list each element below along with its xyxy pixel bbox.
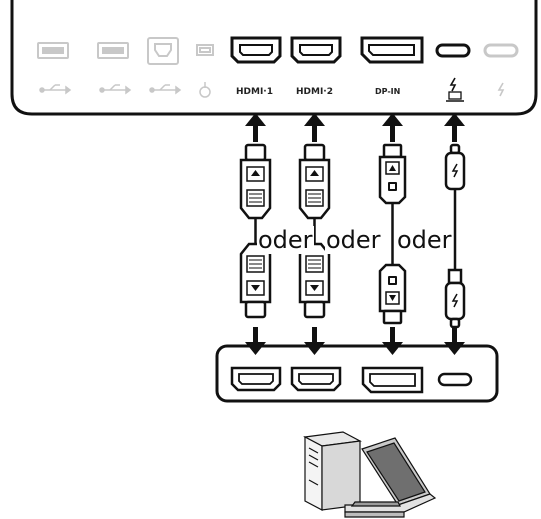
or-label-2: oder — [325, 226, 382, 254]
dp-in-label: DP-IN — [375, 87, 400, 96]
dp-in-port — [360, 36, 424, 64]
mini-usb-port — [196, 44, 214, 56]
usb-icon — [149, 84, 182, 95]
displayport-cable — [378, 143, 407, 325]
computer-usb-c-port — [437, 372, 473, 387]
power-icon — [199, 82, 211, 98]
arrow-up-icon — [304, 113, 325, 142]
usb-icon — [99, 84, 132, 95]
hdmi-cable-2 — [298, 143, 331, 319]
usb-icon — [39, 84, 72, 95]
or-label-3: oder — [396, 226, 453, 254]
usb-c-thunderbolt-port-1 — [435, 43, 471, 58]
monitor-port-panel: HDMI·1 HDMI·2 DP-IN — [10, 0, 538, 116]
usb-b-port — [147, 37, 179, 65]
arrow-up-icon — [444, 113, 465, 142]
hdmi-1-port — [230, 36, 282, 64]
thunderbolt-laptop-icon — [446, 77, 464, 102]
usb-a-port-2 — [97, 42, 129, 59]
computer-displayport-port — [361, 366, 424, 394]
displayport-icon — [388, 276, 397, 285]
computer-hdmi-port — [290, 366, 342, 392]
thunderbolt-icon — [497, 82, 505, 97]
downward-arrows — [245, 327, 465, 355]
thunderbolt-icon — [451, 293, 459, 308]
arrow-down-icon — [444, 327, 465, 355]
usb-a-port-1 — [37, 42, 69, 59]
arrow-down-icon — [304, 327, 325, 355]
hdmi-2-port — [290, 36, 342, 64]
computer-and-laptop-icon — [303, 431, 437, 518]
hdmi-1-label: HDMI·1 — [236, 87, 273, 97]
arrow-down-icon — [382, 327, 403, 355]
upward-arrows — [245, 113, 465, 142]
hdmi-cable-1 — [239, 143, 272, 319]
arrow-down-icon — [245, 327, 266, 355]
thunderbolt-icon — [451, 163, 459, 178]
usb-c-cable — [444, 143, 466, 329]
or-label-1: oder — [257, 226, 314, 254]
computer-port-panel — [215, 344, 499, 403]
arrow-up-icon — [382, 113, 403, 142]
displayport-icon — [388, 182, 397, 191]
hdmi-2-label: HDMI·2 — [296, 87, 333, 97]
usb-c-thunderbolt-port-2 — [483, 43, 519, 58]
arrow-up-icon — [245, 113, 266, 142]
computer-hdmi-port — [230, 366, 282, 392]
